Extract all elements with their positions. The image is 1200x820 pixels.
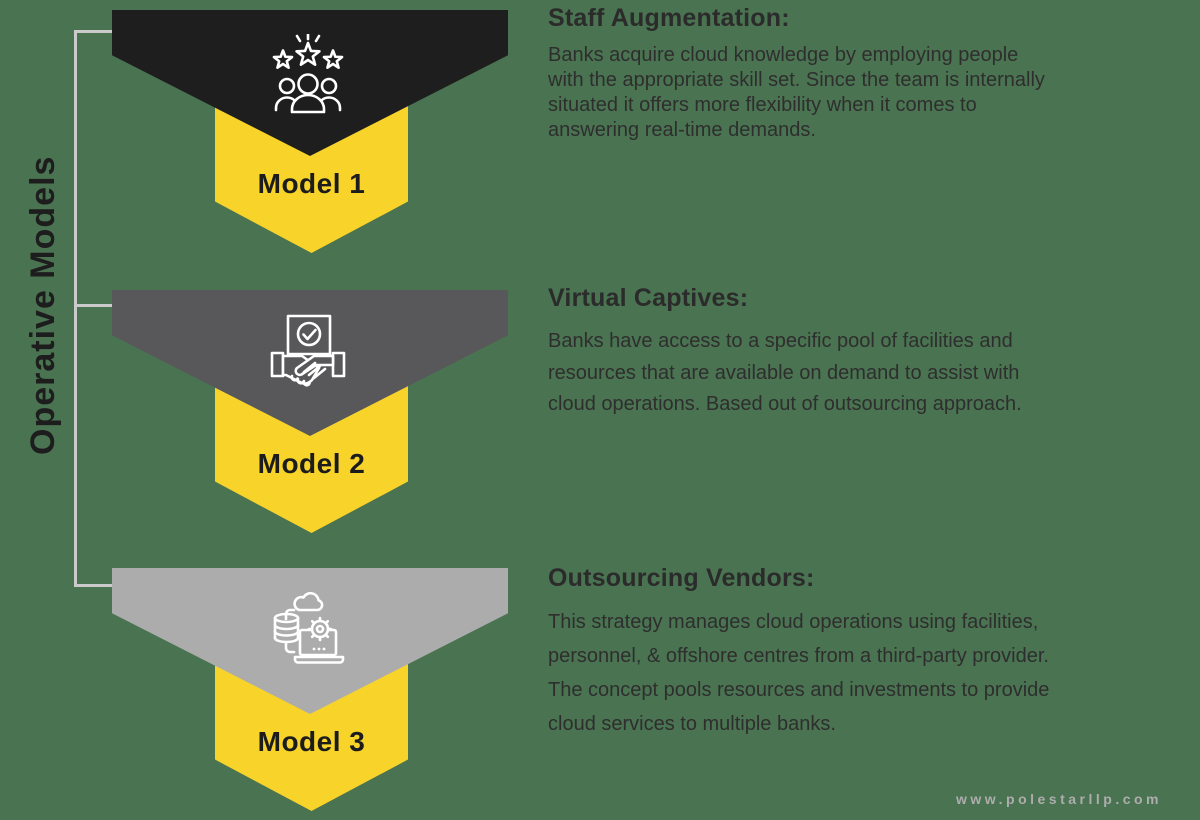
model-2-label: Model 2: [257, 448, 366, 479]
bracket-stub-model-1: [74, 30, 114, 33]
model-3-label: Model 3: [257, 726, 366, 757]
model-1-description: Staff Augmentation: Banks acquire cloud …: [548, 2, 1148, 143]
model-1-heading: Staff Augmentation:: [548, 4, 790, 32]
team-rating-stars-icon: [272, 34, 344, 114]
model-2-description: Virtual Captives: Banks have access to a…: [548, 282, 1148, 421]
model-1-label: Model 1: [257, 168, 366, 199]
model-2-heading: Virtual Captives:: [548, 284, 749, 312]
bracket-vertical-line: [74, 30, 77, 587]
cloud-database-laptop-icon: [273, 592, 345, 664]
bracket-stub-model-2: [74, 304, 114, 307]
model-1-body: Banks acquire cloud knowledge by employi…: [548, 44, 1045, 141]
model-3-block: Model 3: [0, 568, 560, 820]
model-3-body: This strategy manages cloud operations u…: [548, 611, 1050, 735]
footer-website-url: www.polestarllp.com: [955, 791, 1162, 807]
model-1-block: Model 1: [0, 10, 560, 270]
model-3-description: Outsourcing Vendors: This strategy manag…: [548, 562, 1148, 741]
model-2-body: Banks have access to a specific pool of …: [548, 330, 1022, 415]
bracket-stub-model-3: [74, 584, 114, 587]
model-3-heading: Outsourcing Vendors:: [548, 564, 815, 592]
model-2-block: Model 2: [0, 290, 560, 550]
handshake-certificate-icon: [270, 314, 346, 387]
